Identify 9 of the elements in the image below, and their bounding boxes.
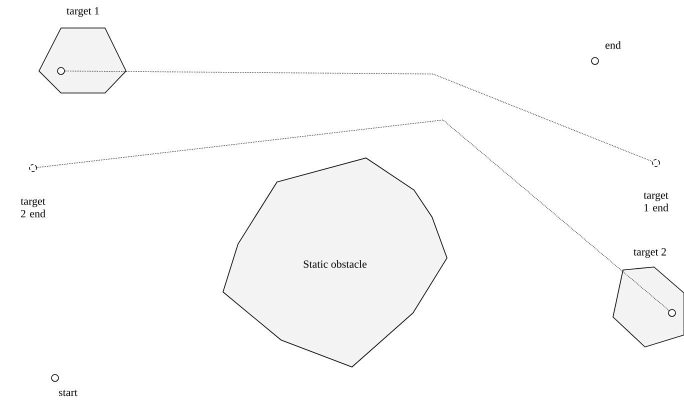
point-marker [668, 309, 676, 317]
path-line [64, 70, 653, 162]
path-line [36, 120, 670, 311]
target-polygon: target 2 [612, 248, 684, 348]
obstacle-polygon: Static obstacle [222, 158, 448, 368]
point-marker [57, 67, 65, 75]
target-polygon: target 1 [38, 7, 126, 94]
node-label: target 1 [66, 7, 99, 17]
node-label: target 2 [634, 248, 666, 258]
